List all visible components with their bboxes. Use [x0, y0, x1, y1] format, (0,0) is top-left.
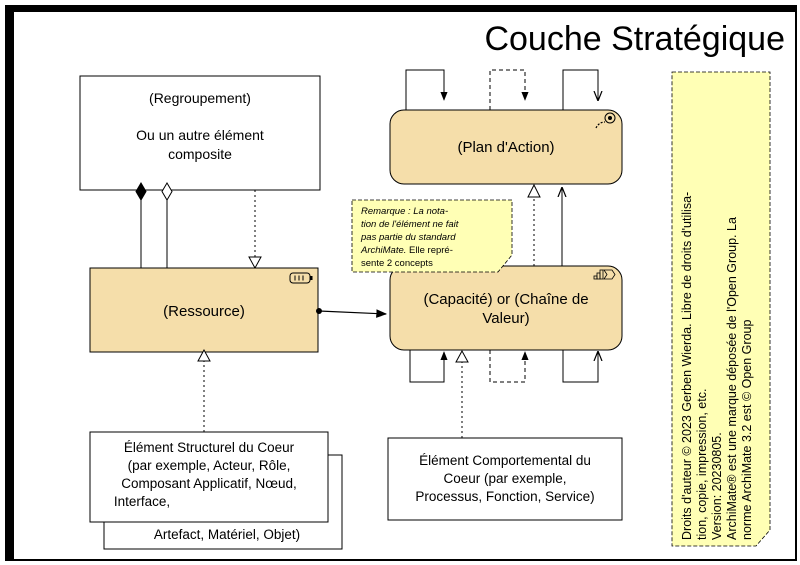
remark-note [351, 199, 513, 273]
copyright-text: Droits d'auteur © 2023 Gerben Wierda. Li… [680, 192, 754, 540]
remark-line-4: ArchiMate. Elle repré- [360, 245, 453, 256]
capability-value-stream-icon [593, 269, 616, 280]
copyright-line-1: Droits d'auteur © 2023 Gerben Wierda. Li… [680, 192, 694, 540]
grouping-realization-head [248, 256, 262, 270]
structural-label-2: (par exemple, Acteur, Rôle, [128, 458, 291, 473]
page-title: Couche Stratégique [484, 20, 785, 58]
capability-realization-head [527, 183, 541, 198]
remark-line-2: tion de l'élément ne fait [361, 219, 459, 230]
remark-line-1: Remarque : La nota- [361, 206, 448, 217]
copyright-line-3: Version: 20230805. [710, 432, 724, 540]
remark-line-3: pas partie du standard [360, 232, 456, 243]
capability-element[interactable] [389, 265, 623, 351]
composition-diamond [135, 182, 147, 201]
structural-label-3: Composant Applicatif, Nœud, [121, 476, 297, 491]
copyright-line-4: ArchiMate® est une marque déposée de l'O… [725, 217, 739, 540]
behavioral-label-2: Coeur (par exemple, [443, 471, 566, 486]
grouping-label-2: Ou un autre élément [136, 127, 264, 143]
structural-label-4: Interface, [114, 494, 170, 509]
assignment-line [318, 309, 388, 318]
aggregation-diamond [161, 182, 173, 201]
structural-element[interactable] [89, 431, 329, 523]
structural-realization-head [197, 348, 211, 362]
plan-self-relation-3 [562, 69, 598, 110]
capability-self-relation-2 [489, 350, 529, 383]
structural-label-1: Élément Structurel du Coeur [124, 440, 295, 455]
plan-label: (Plan d'Action) [457, 139, 554, 156]
capability-label-2: Valeur) [482, 310, 529, 327]
grouping-label-3: composite [168, 146, 232, 162]
copyright-line-2: tion, copie, impression, etc. [695, 389, 709, 540]
course-of-action-icon [595, 112, 616, 129]
copyright-line-5: norme ArchiMate 3.2 est © Open Group [740, 320, 754, 540]
remark-line-4b: Elle repré- [406, 245, 452, 256]
grouping-label-1: (Regroupement) [149, 90, 251, 106]
remark-line-5: sente 2 concepts [361, 258, 433, 269]
behavioral-realization-head [455, 349, 469, 363]
structural-label-5: Artefact, Matériel, Objet) [154, 527, 300, 542]
grouping-element[interactable] [79, 75, 321, 191]
capability-self-relation-1 [409, 350, 448, 383]
behavioral-element[interactable] [387, 437, 623, 521]
plan-element[interactable] [389, 109, 623, 185]
resource-icon [289, 272, 313, 284]
copyright-note [671, 71, 771, 547]
capability-label-1: (Capacité) or (Chaîne de [423, 291, 588, 308]
behavioral-label-3: Processus, Fonction, Service) [415, 489, 594, 504]
remark-line-4a: ArchiMate. [360, 245, 406, 256]
capability-self-relation-3 [562, 350, 598, 383]
plan-self-relation-2 [489, 69, 529, 110]
resource-label: (Ressource) [163, 303, 245, 320]
behavioral-label-1: Élément Comportemental du [419, 453, 591, 468]
frame-top-band [6, 6, 796, 12]
frame-left-band [6, 6, 14, 560]
